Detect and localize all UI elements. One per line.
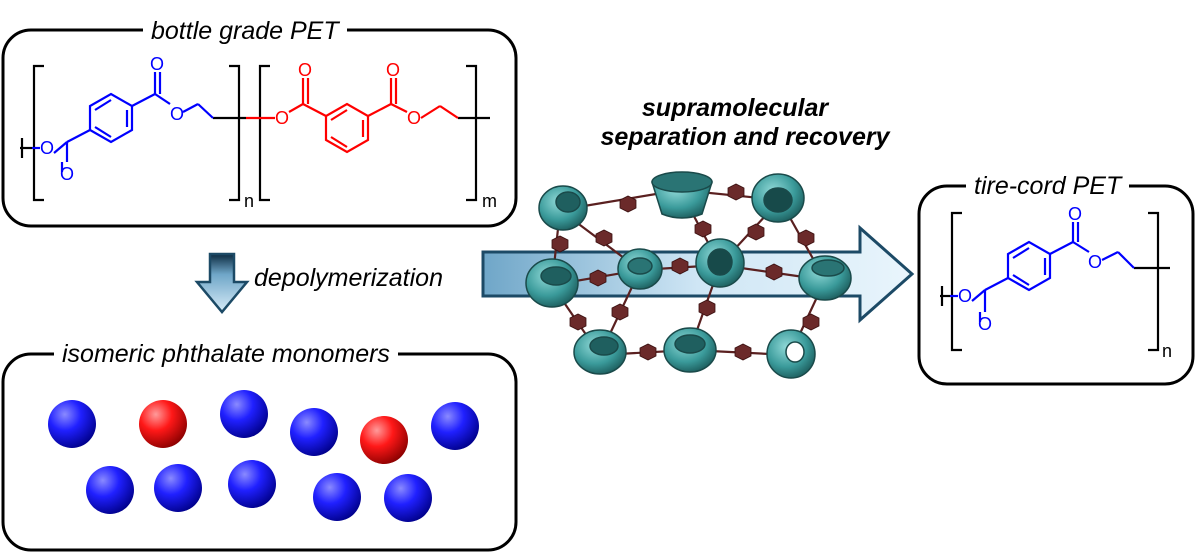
- oxygen-label: O: [386, 60, 400, 80]
- blue-monomer-sphere: [48, 400, 96, 448]
- bottle-pet-structure: [20, 64, 490, 202]
- tire-pet-subscript-n: n: [1162, 341, 1172, 361]
- red-monomer-sphere: [139, 400, 187, 448]
- oxygen-label: O: [170, 104, 184, 124]
- bottle-pet-subscript-m: m: [482, 191, 497, 211]
- depolymerization-label: depolymerization: [254, 264, 443, 292]
- oxygen-label: O: [1068, 204, 1082, 224]
- oxygen-label: O: [60, 164, 74, 184]
- blue-monomer-sphere: [154, 464, 202, 512]
- supramolecular-title-line2: separation and recovery: [600, 123, 890, 151]
- oxygen-label: O: [275, 108, 289, 128]
- oxygen-label: O: [298, 60, 312, 80]
- bottle-pet-subscript-n: n: [244, 191, 254, 211]
- red-monomer-sphere: [360, 416, 408, 464]
- blue-monomer-sphere: [220, 390, 268, 438]
- oxygen-label: O: [40, 138, 54, 158]
- supramolecular-title-line1: supramolecular: [641, 94, 829, 122]
- blue-monomer-sphere: [290, 408, 338, 456]
- tire-pet-structure: [940, 211, 1170, 352]
- bottle-pet-oxygen-atoms: O O O O O O O O: [40, 54, 421, 184]
- blue-monomer-sphere: [384, 474, 432, 522]
- oxygen-label: O: [407, 108, 421, 128]
- monomers-title: isomeric phthalate monomers: [54, 339, 398, 369]
- tire-pet-panel: [917, 184, 1195, 386]
- supramolecular-cage: [525, 171, 852, 379]
- oxygen-label: O: [1088, 252, 1102, 272]
- tire-pet-oxygen-atoms: O O O O: [958, 204, 1102, 334]
- monomers-panel: [1, 352, 518, 552]
- oxygen-label: O: [958, 286, 972, 306]
- oxygen-label: O: [150, 54, 164, 74]
- depolymerization-arrow: [194, 252, 250, 314]
- blue-monomer-sphere: [313, 473, 361, 521]
- bottle-pet-title: bottle grade PET: [143, 16, 347, 46]
- tire-pet-title: tire-cord PET: [966, 171, 1130, 201]
- blue-monomer-sphere: [431, 402, 479, 450]
- blue-monomer-sphere: [228, 460, 276, 508]
- oxygen-label: O: [978, 314, 992, 334]
- monomer-spheres: [48, 390, 479, 522]
- blue-monomer-sphere: [86, 466, 134, 514]
